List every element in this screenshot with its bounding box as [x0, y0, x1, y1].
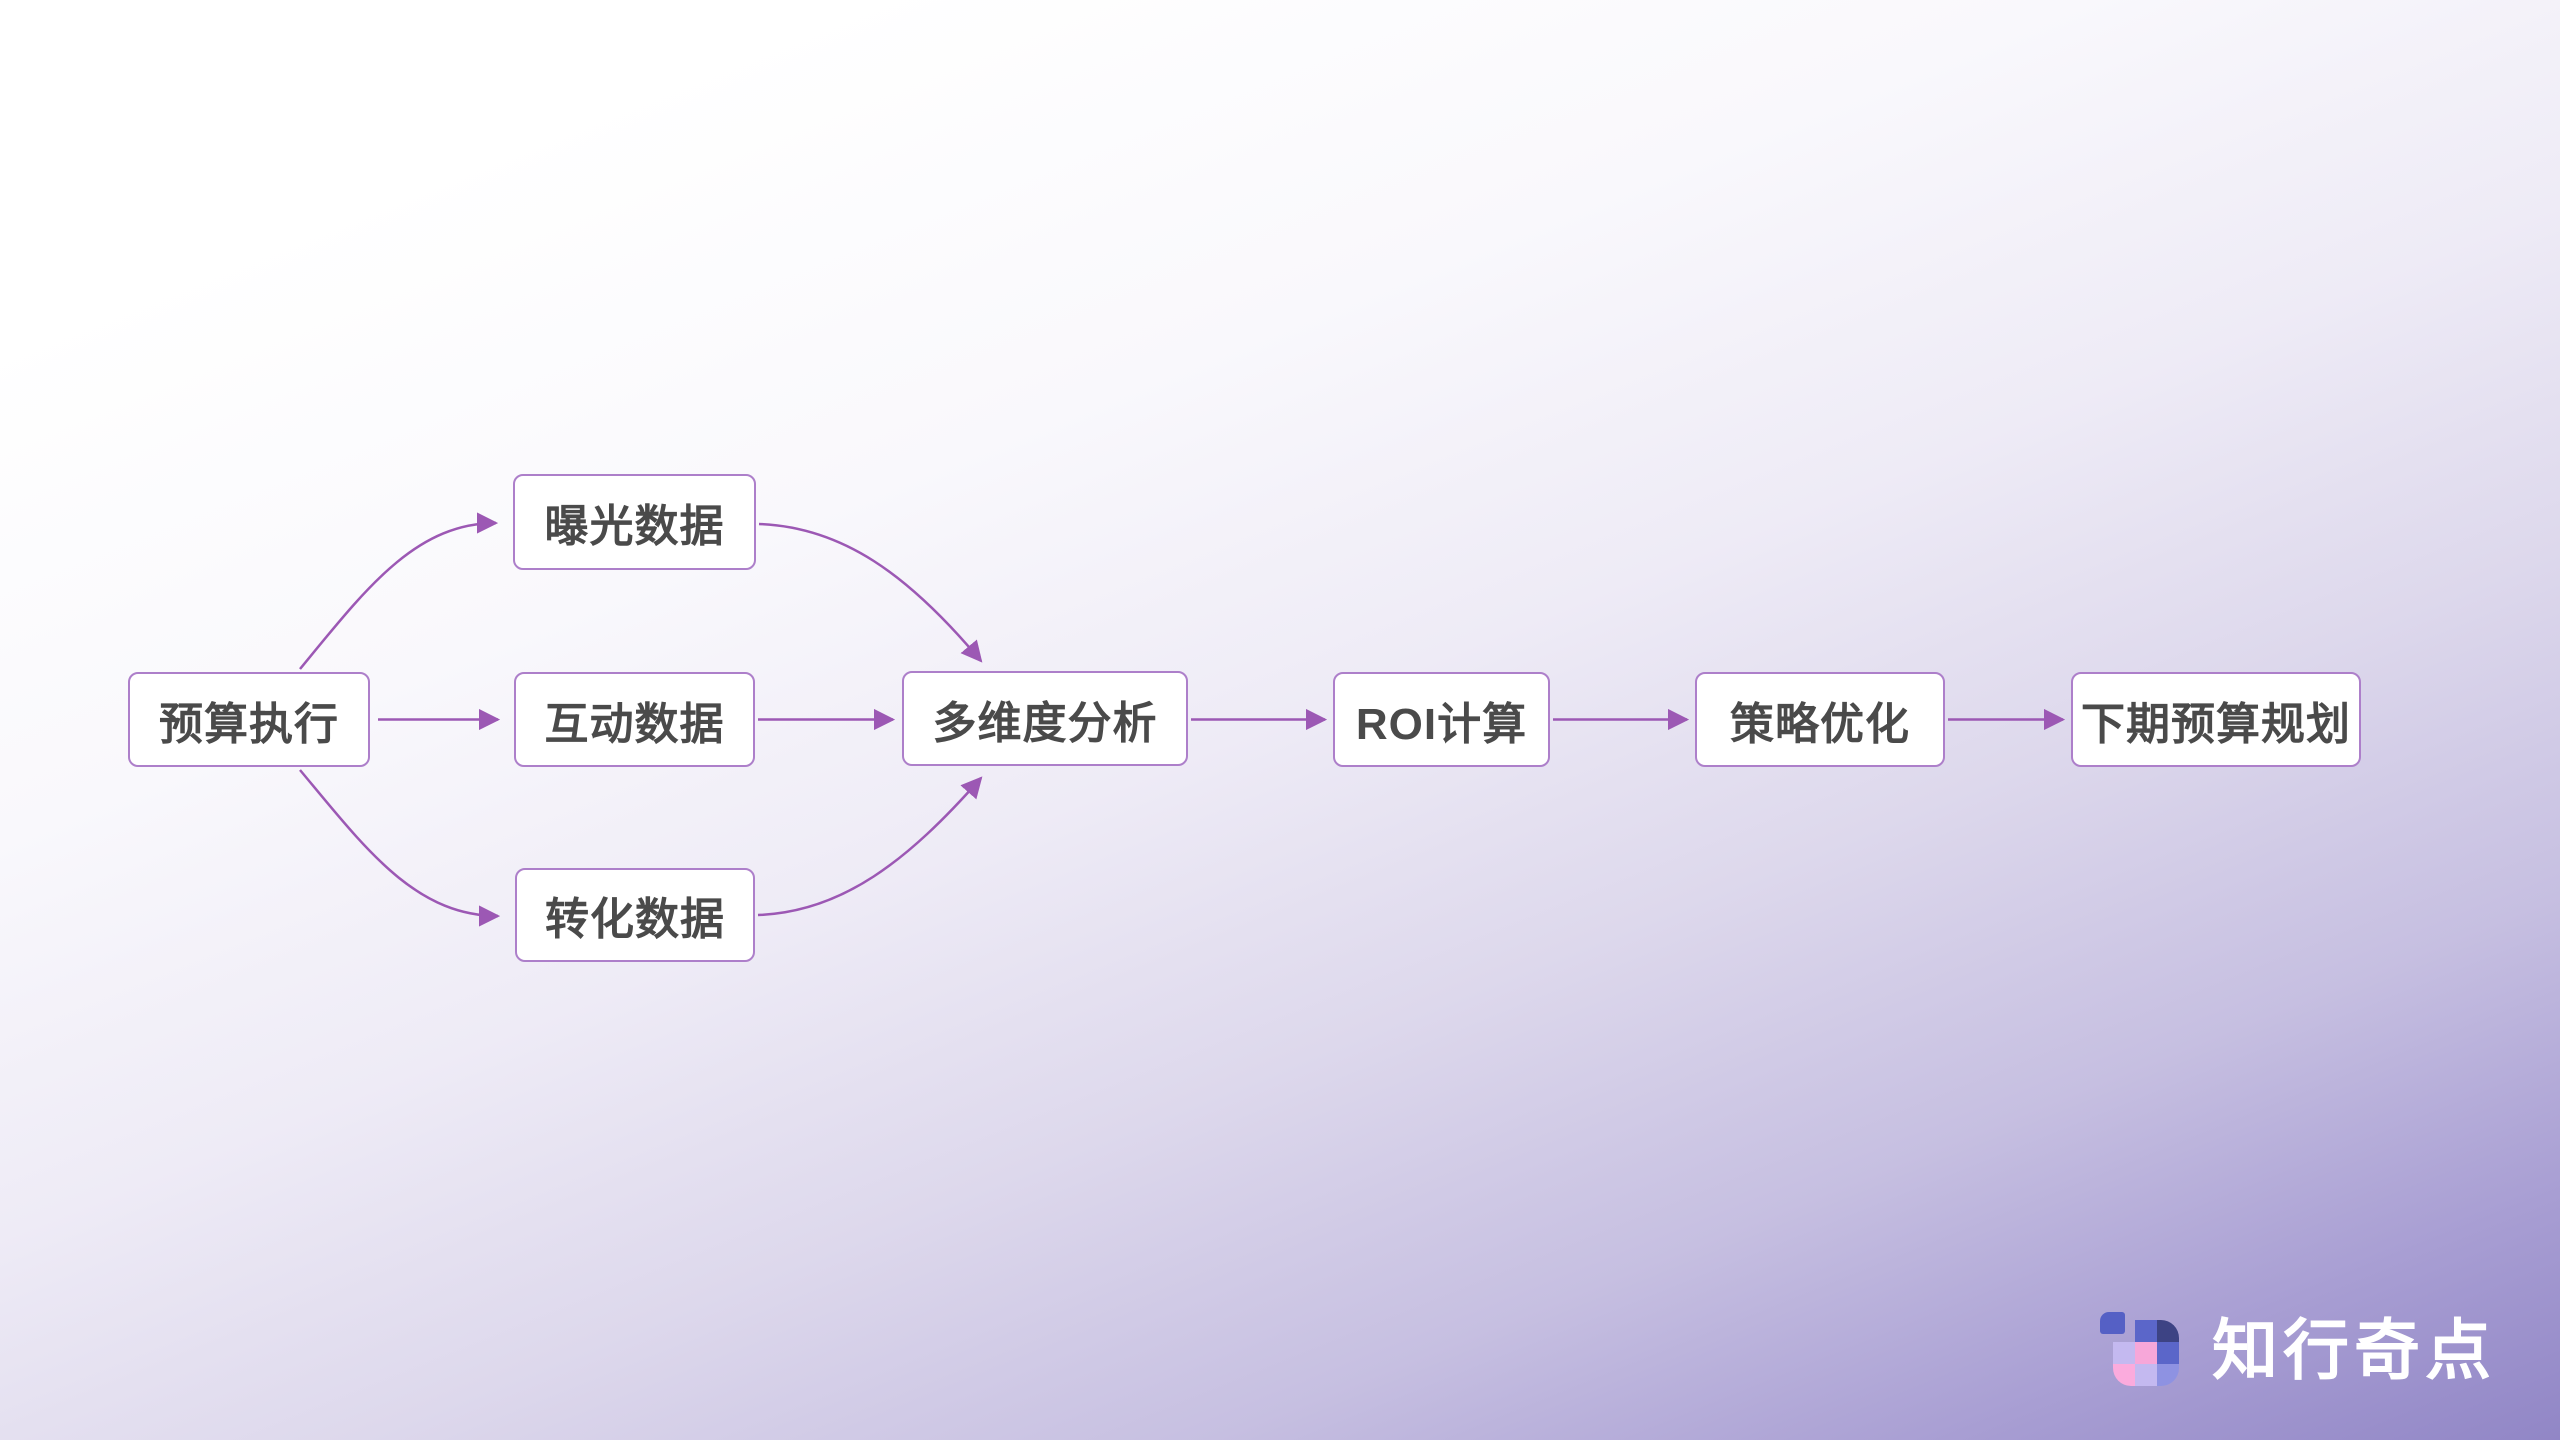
node-roi-calculation: ROI计算 [1333, 672, 1550, 767]
node-interaction-data: 互动数据 [514, 672, 755, 767]
edge-conversion-to-analysis [757, 776, 983, 917]
node-conversion-data: 转化数据 [515, 868, 755, 962]
edge-exposure-to-analysis [758, 522, 983, 663]
brand-logo-text: 知行奇点 [2212, 1313, 2496, 1387]
edge-budget-to-exposure [299, 512, 499, 670]
edge-budget-to-conversion [299, 769, 501, 927]
node-strategy-optimization: 策略优化 [1695, 672, 1945, 767]
brand-logo: 知行奇点 [2100, 1312, 2496, 1388]
node-exposure-data: 曝光数据 [513, 474, 756, 570]
logo-chip-square [2100, 1312, 2125, 1334]
pixel-grid-logo-icon [2100, 1312, 2180, 1388]
node-next-period-budget-planning: 下期预算规划 [2071, 672, 2361, 767]
node-multi-dimensional-analysis: 多维度分析 [902, 671, 1188, 766]
node-budget-execution: 预算执行 [128, 672, 370, 767]
logo-grid [2113, 1320, 2179, 1386]
